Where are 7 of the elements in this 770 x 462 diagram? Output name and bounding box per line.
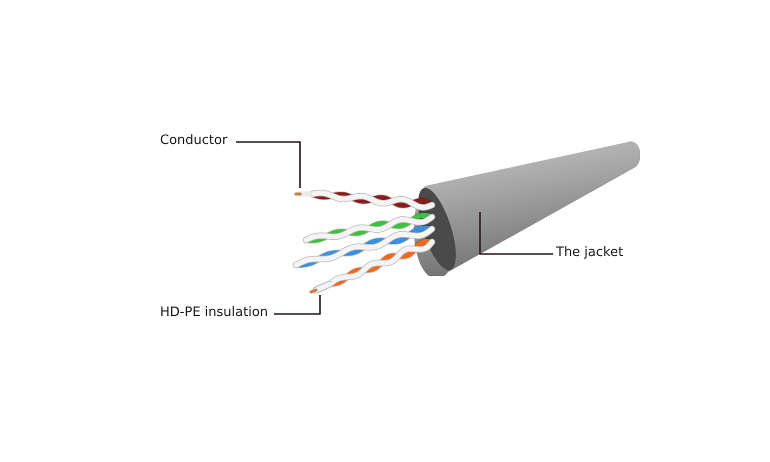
leader-line bbox=[479, 212, 553, 255]
insulated-wire-end bbox=[308, 281, 332, 295]
part-label: HD-PE insulation bbox=[160, 305, 268, 321]
leader-line bbox=[236, 141, 301, 188]
part-label: Conductor bbox=[160, 133, 228, 149]
leader-line bbox=[274, 295, 321, 315]
part-label: The jacket bbox=[556, 245, 624, 261]
